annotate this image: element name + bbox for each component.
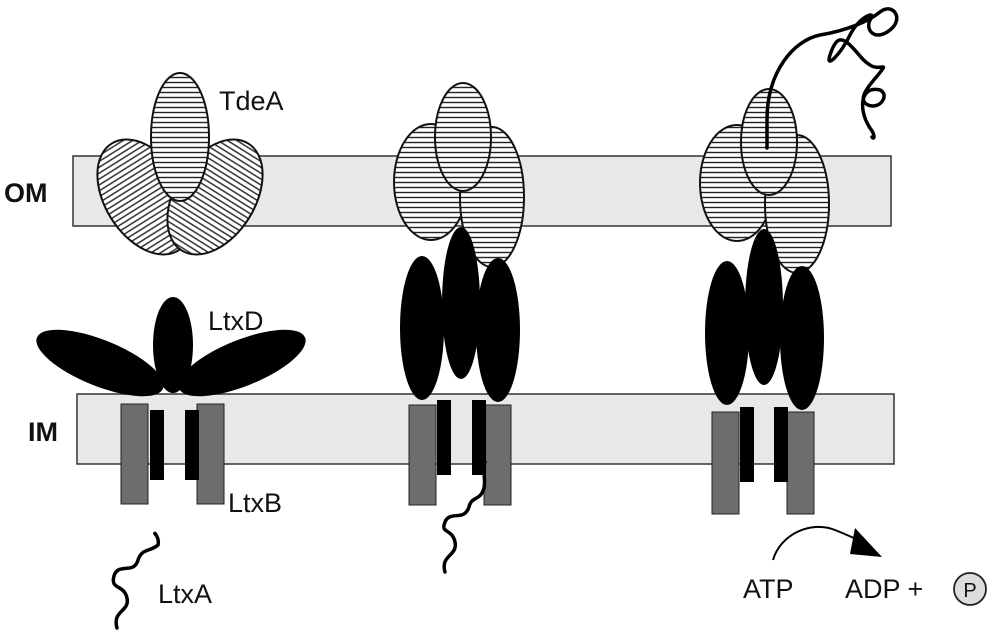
ltxd-subunit [400, 256, 444, 400]
ltxa-toxin-secreted [765, 7, 899, 150]
atp-label: ATP [743, 574, 794, 604]
phosphate-circle-icon [953, 572, 987, 606]
ltxb-helix [150, 410, 164, 480]
ltxb-helix [437, 400, 451, 475]
tdea-subunit [150, 72, 210, 202]
phosphate-badge: P [953, 572, 987, 606]
ltxd-label: LtxD [208, 306, 264, 336]
ltxd-trimer-open [36, 297, 306, 397]
ltxd-subunit [178, 329, 306, 397]
ltxb-dimer [408, 400, 512, 506]
atp-hydrolysis-arrow [772, 525, 866, 561]
ltxb-helix [185, 410, 199, 480]
ltxd-subunit [705, 261, 749, 405]
tdea-label: TdeA [219, 86, 284, 116]
ltxd-subunit [442, 227, 480, 379]
tdea-trimer-open [96, 72, 264, 256]
arrow-head-icon [850, 528, 882, 557]
ltxb-domain [120, 403, 149, 505]
tdea-trimer-open-channel [699, 88, 830, 274]
ltxb-helix [774, 407, 788, 482]
ltxd-trimer-active [705, 229, 824, 410]
tdea-subunit [740, 88, 798, 196]
ltxb-domain [786, 411, 815, 515]
ltxd-subunit [36, 329, 164, 397]
stage-1-unassembled [36, 72, 306, 630]
tdea-trimer-assembled [393, 82, 525, 268]
ltxb-label: LtxB [228, 488, 282, 518]
ltxd-subunit [153, 297, 193, 393]
ltxb-helix [472, 400, 486, 475]
ltxb-domain [408, 404, 437, 506]
ltxb-helix [740, 407, 754, 482]
ltxd-subunit [745, 229, 783, 385]
ltxd-trimer-assembled [400, 227, 520, 402]
ltxa-label: LtxA [158, 579, 212, 609]
stage-2-assembled [393, 82, 525, 574]
phosphate-label: P [963, 580, 976, 602]
ltxd-subunit [476, 258, 520, 402]
ltxb-domain [711, 411, 740, 515]
im-label: IM [28, 417, 58, 447]
om-label: OM [4, 178, 48, 208]
ltxd-subunit [780, 266, 824, 410]
tdea-subunit [434, 82, 492, 192]
ltxb-dimer [711, 407, 815, 515]
ltxb-domain [483, 404, 512, 506]
ltxb-domain [196, 403, 225, 505]
stage-3-secretion [699, 7, 899, 561]
ltxa-toxin-docking [442, 460, 487, 574]
ltxa-toxin-free [111, 531, 161, 630]
ltxb-dimer [120, 403, 225, 505]
adp-label: ADP + [845, 574, 923, 604]
